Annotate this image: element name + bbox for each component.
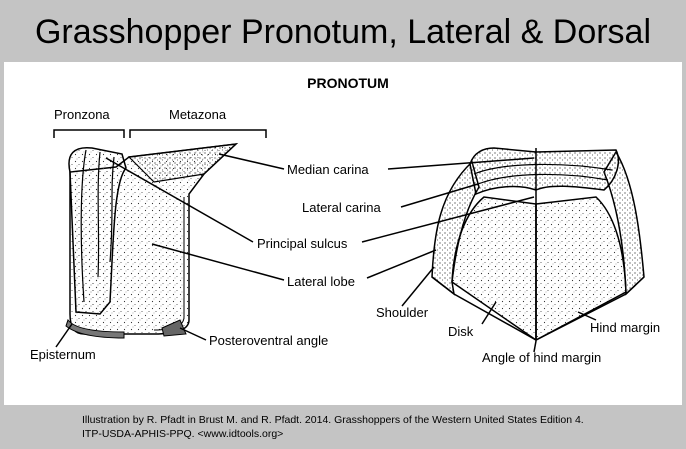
leader-principal-sulcus-left bbox=[105, 157, 254, 243]
leader-principal-sulcus-right bbox=[361, 196, 535, 243]
leader-posteroventral-angle bbox=[179, 327, 207, 341]
episternum-shape bbox=[65, 318, 125, 339]
disk-right-shape bbox=[535, 196, 627, 342]
posteroventral-angle-label: Posteroventral angle bbox=[209, 333, 328, 348]
pronzona-sulcus-2 bbox=[97, 151, 101, 278]
pronzona-bracket bbox=[53, 129, 125, 138]
pronzona-sulcus-3 bbox=[109, 156, 115, 263]
leader-episternum bbox=[55, 323, 73, 348]
leader-median-carina-right bbox=[387, 157, 535, 170]
metazona-bracket bbox=[129, 129, 267, 138]
leader-shoulder bbox=[401, 266, 435, 307]
disk-left-shape bbox=[451, 196, 537, 342]
hind-margin-label: Hind margin bbox=[590, 320, 660, 335]
credit-line-1: Illustration by R. Pfadt in Brust M. and… bbox=[82, 414, 584, 426]
lateral-lobe-label: Lateral lobe bbox=[287, 274, 355, 289]
pronzona-label: Pronzona bbox=[54, 107, 110, 122]
principal-sulcus-label: Principal sulcus bbox=[257, 236, 348, 251]
leader-hind-margin bbox=[577, 311, 597, 321]
episternum-label: Episternum bbox=[30, 347, 96, 362]
leader-lateral-lobe-right bbox=[366, 249, 437, 279]
posteroventral-angle-shape bbox=[161, 319, 187, 337]
dorsal-collar bbox=[469, 147, 620, 196]
pronzona-sulcus-1 bbox=[80, 149, 87, 303]
diagram-panel: PRONOTUM Pronzona Metazona Episternu bbox=[4, 62, 682, 405]
leader-angle-of-hind-margin bbox=[533, 340, 537, 353]
page-title: Grasshopper Pronotum, Lateral & Dorsal bbox=[34, 13, 652, 51]
leader-median-carina-left bbox=[218, 153, 285, 170]
diagram-heading: PRONOTUM bbox=[307, 75, 389, 91]
hind-margin-line bbox=[431, 276, 645, 341]
dorsal-sulcus-2 bbox=[477, 173, 609, 185]
lateral-carina-label: Lateral carina bbox=[302, 200, 382, 215]
leader-disk bbox=[481, 301, 497, 325]
credit-line-2: ITP-USDA-APHIS-PPQ. <www.idtools.org> bbox=[82, 428, 284, 440]
metazona-label: Metazona bbox=[169, 107, 227, 122]
pronotum-diagram: PRONOTUM Pronzona Metazona Episternu bbox=[30, 75, 660, 365]
leader-lateral-lobe-left bbox=[151, 243, 285, 281]
median-carina-label: Median carina bbox=[287, 162, 369, 177]
disk-label: Disk bbox=[448, 324, 474, 339]
angle-of-hind-margin-label: Angle of hind margin bbox=[482, 350, 601, 365]
lateral-view: Pronzona Metazona Episternum Posterovent… bbox=[30, 107, 328, 362]
median-carina-ridge bbox=[127, 143, 238, 183]
leader-lateral-carina bbox=[400, 183, 479, 208]
leader-lines bbox=[55, 153, 597, 353]
credit: Illustration by R. Pfadt in Brust M. and… bbox=[82, 413, 642, 441]
shoulder-label: Shoulder bbox=[376, 305, 429, 320]
